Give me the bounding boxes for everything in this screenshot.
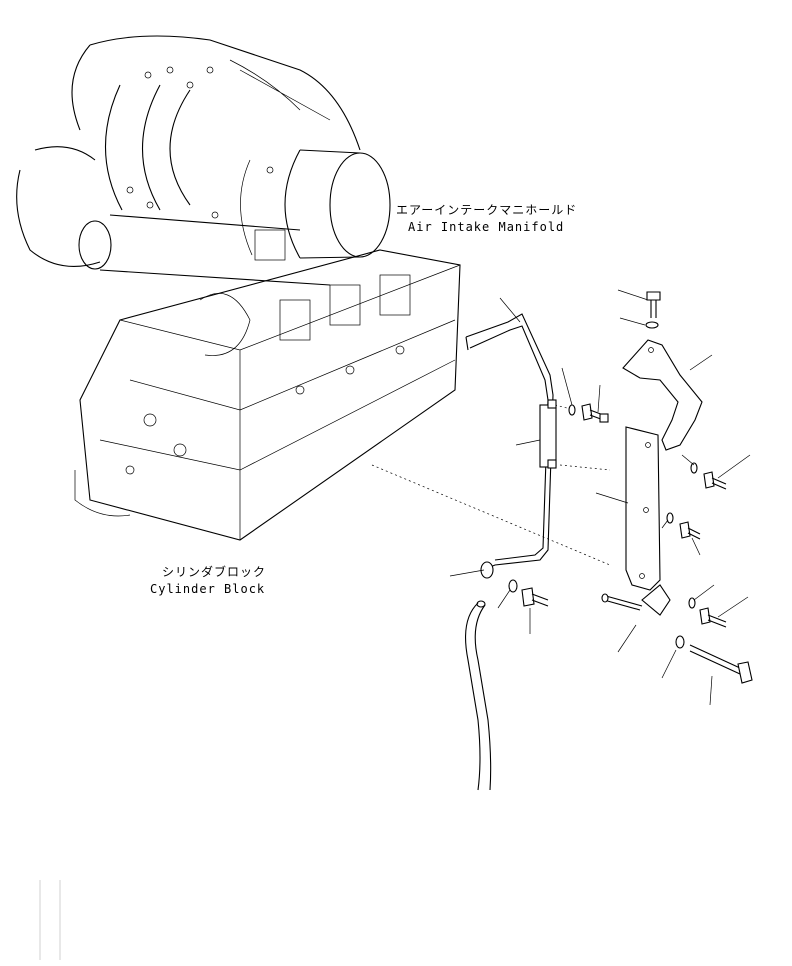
bolts-and-washers [508, 291, 753, 684]
air-intake-manifold-label-jp: エアーインテークマニホールド [396, 203, 578, 217]
upper-bracket [622, 339, 703, 451]
cylinder-block-drawing [74, 249, 461, 541]
tube-assembly [465, 313, 557, 579]
leader-lines [449, 289, 751, 706]
cylinder-block-label-jp: シリンダブロック [162, 565, 267, 579]
air-intake-manifold-label-en: Air Intake Manifold [408, 220, 565, 234]
cylinder-block-label-en: Cylinder Block [150, 582, 266, 596]
alignment-line [371, 464, 611, 566]
faint-marks [39, 880, 61, 960]
vertical-plate-bracket [625, 426, 671, 616]
air-intake-manifold-drawing [16, 35, 391, 286]
hose [465, 600, 492, 791]
